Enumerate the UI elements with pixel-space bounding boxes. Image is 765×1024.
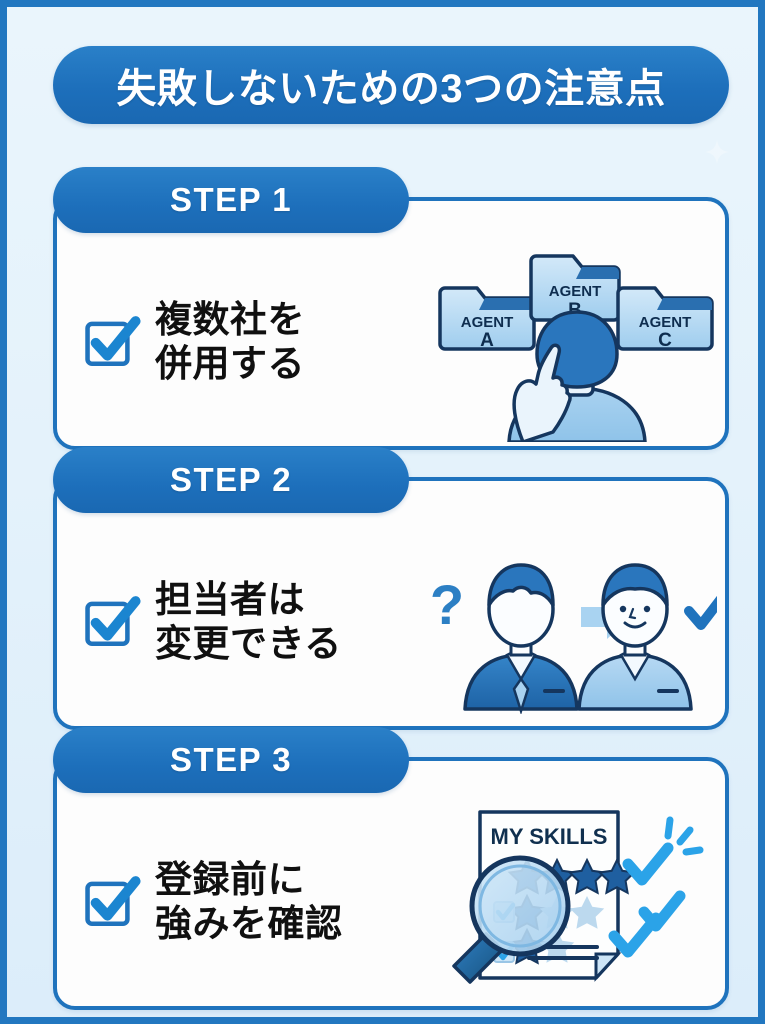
step-card-3-body: 登録前に 強みを確認 bbox=[57, 797, 725, 1006]
person-back-view bbox=[507, 309, 647, 442]
step-headline-2: 担当者は 変更できる bbox=[155, 578, 342, 664]
sparkle-icon bbox=[704, 139, 730, 165]
step-card-3: STEP 3 登録前に 強みを確認 bbox=[53, 727, 729, 1010]
step-illustration-3: MY SKILLS bbox=[432, 797, 725, 1006]
svg-text:C: C bbox=[658, 330, 672, 351]
person-before bbox=[463, 563, 579, 714]
skills-document-with-magnifier-icon: MY SKILLS bbox=[452, 809, 704, 984]
document-title-text: MY SKILLS bbox=[491, 824, 608, 849]
check-icon-1 bbox=[622, 842, 674, 885]
check-icon-3 bbox=[608, 912, 662, 957]
step-illustration-1: AGENT A AGENT B bbox=[437, 237, 725, 446]
step-card-1: STEP 1 複数社を 併用する bbox=[53, 167, 729, 450]
three-agent-folders-with-person-icon: AGENT A AGENT B bbox=[438, 253, 714, 442]
step-card-2-body: 担当者は 変更できる bbox=[57, 517, 725, 726]
folder-agent-c: AGENT C bbox=[616, 285, 714, 351]
step-card-2-text-area: 担当者は 変更できる bbox=[57, 578, 427, 665]
step-tab-2: STEP 2 bbox=[53, 447, 409, 513]
page-title: 失敗しないための3つの注意点 bbox=[116, 67, 666, 111]
title-banner: 失敗しないための3つの注意点 bbox=[53, 46, 729, 124]
step-headline-3: 登録前に 強みを確認 bbox=[155, 858, 343, 944]
svg-text:AGENT: AGENT bbox=[639, 314, 692, 331]
svg-text:AGENT: AGENT bbox=[461, 314, 514, 331]
step-tab-1: STEP 1 bbox=[53, 167, 409, 233]
checkbox-checked-icon bbox=[85, 315, 141, 366]
step-card-2: STEP 2 担当者は 変更できる bbox=[53, 447, 729, 730]
person-after bbox=[577, 563, 693, 711]
magnifier-icon bbox=[452, 855, 571, 984]
step-illustration-2: ? bbox=[427, 517, 725, 726]
checkbox-checked-icon bbox=[85, 595, 141, 646]
svg-text:A: A bbox=[480, 330, 494, 351]
step-label-1: STEP 1 bbox=[169, 181, 293, 218]
step-label-3: STEP 3 bbox=[169, 741, 293, 778]
step-tab-3: STEP 3 bbox=[53, 727, 409, 793]
person-swap-with-arrow-icon: ? bbox=[430, 563, 717, 714]
question-mark-glyph: ? bbox=[430, 573, 464, 636]
folder-agent-b: AGENT B bbox=[529, 253, 621, 322]
step-card-1-text-area: 複数社を 併用する bbox=[57, 298, 437, 385]
step-card-1-body: 複数社を 併用する bbox=[57, 237, 725, 446]
checkbox-checked-icon bbox=[85, 875, 141, 926]
checkmarks-group bbox=[608, 816, 704, 957]
step-card-3-text-area: 登録前に 強みを確認 bbox=[57, 858, 432, 945]
folder-agent-a: AGENT A bbox=[438, 285, 536, 351]
step-label-2: STEP 2 bbox=[169, 461, 293, 498]
check-icon bbox=[684, 595, 717, 630]
step-headline-1: 複数社を 併用する bbox=[155, 298, 305, 384]
svg-text:AGENT: AGENT bbox=[549, 283, 602, 300]
